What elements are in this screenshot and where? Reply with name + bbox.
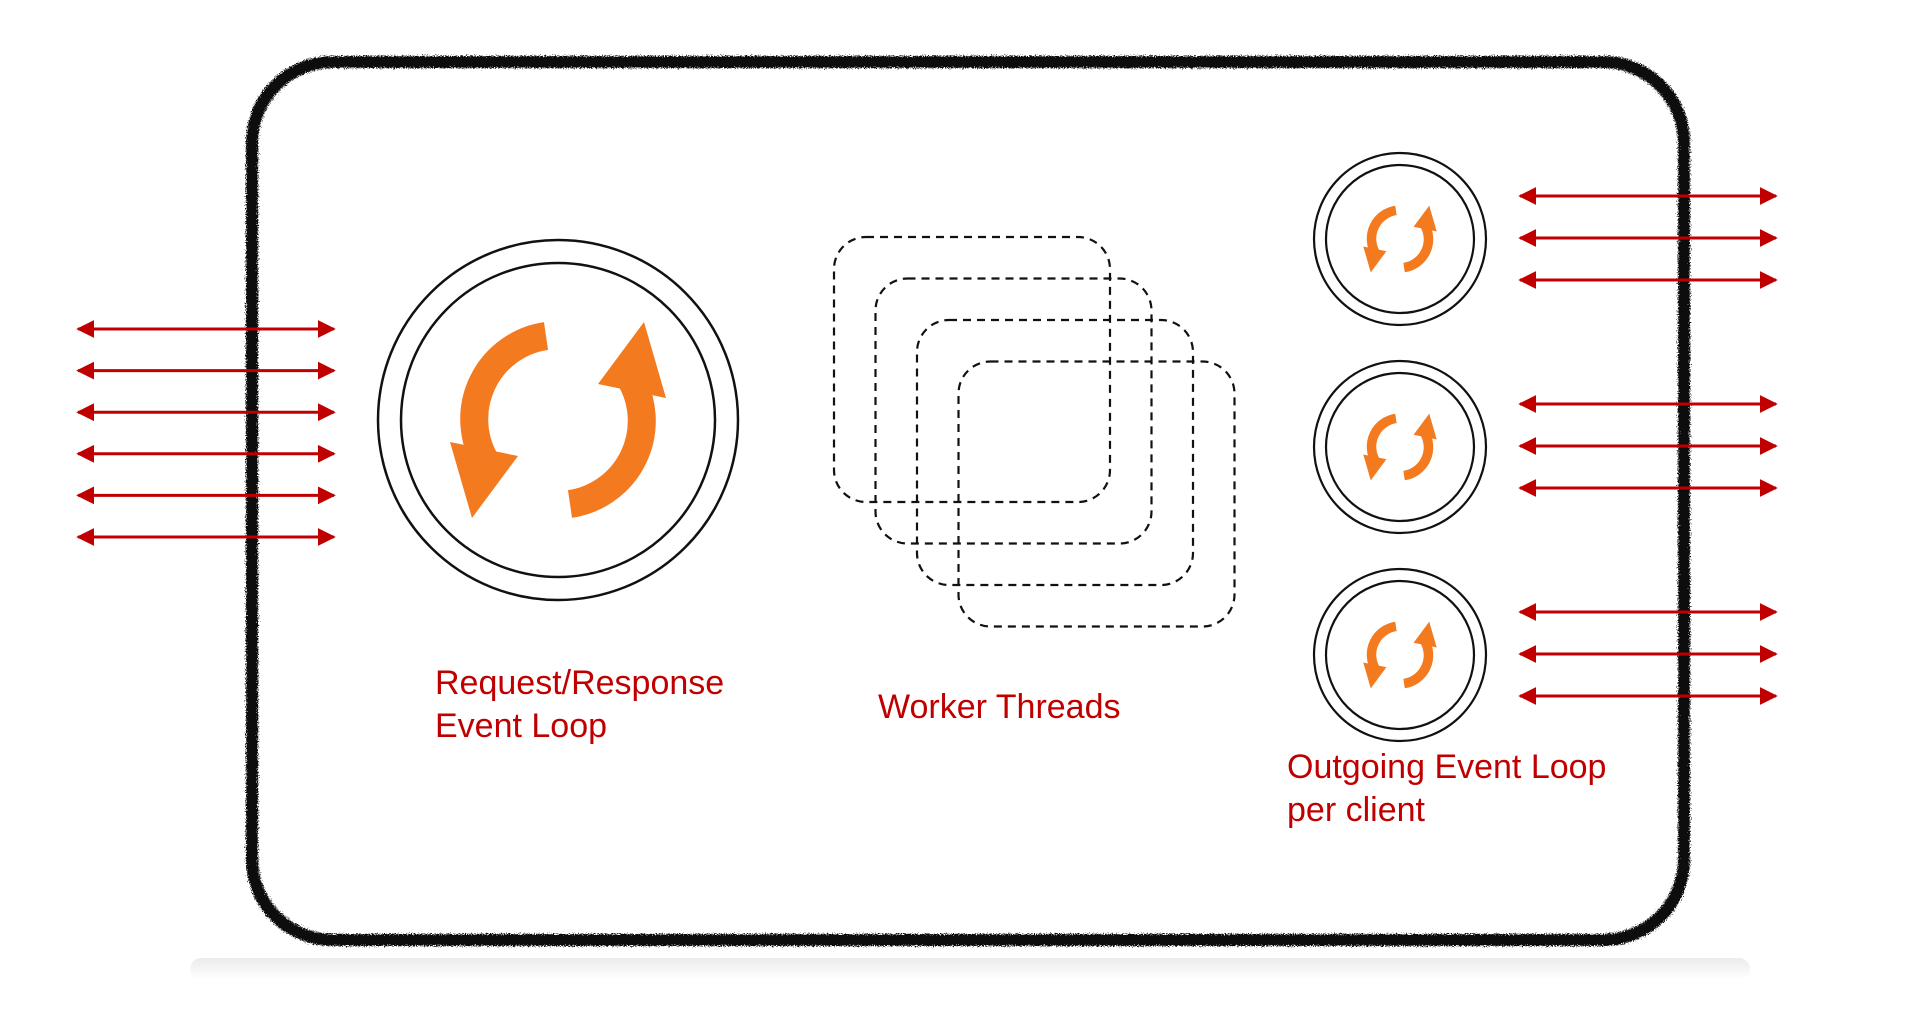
request-response-label-line1: Request/Response: [435, 664, 724, 702]
refresh-icon: [1363, 622, 1436, 689]
worker-thread-box: [957, 360, 1236, 628]
outgoing-event-loop: [1312, 359, 1778, 535]
worker-threads: [832, 235, 1236, 628]
request-response-label-line2: Event Loop: [435, 707, 607, 745]
outgoing-event-loop: [1312, 151, 1778, 327]
worker-thread-box: [874, 277, 1153, 545]
refresh-icon: [450, 322, 666, 518]
refresh-icon: [1363, 206, 1436, 273]
worker-threads-label: Worker Threads: [878, 688, 1121, 726]
incoming-connections: [76, 320, 336, 546]
outgoing-event-loop: [1312, 567, 1778, 743]
worker-thread-box: [832, 235, 1112, 504]
refresh-icon: [1363, 414, 1436, 481]
outgoing-label-line1: Outgoing Event Loop: [1287, 748, 1606, 786]
worker-thread-box: [915, 318, 1195, 587]
request-response-event-loop: [376, 238, 740, 602]
container-shadow: [190, 958, 1750, 980]
outgoing-event-loops: [1312, 151, 1778, 743]
outgoing-label-line2: per client: [1287, 791, 1426, 829]
